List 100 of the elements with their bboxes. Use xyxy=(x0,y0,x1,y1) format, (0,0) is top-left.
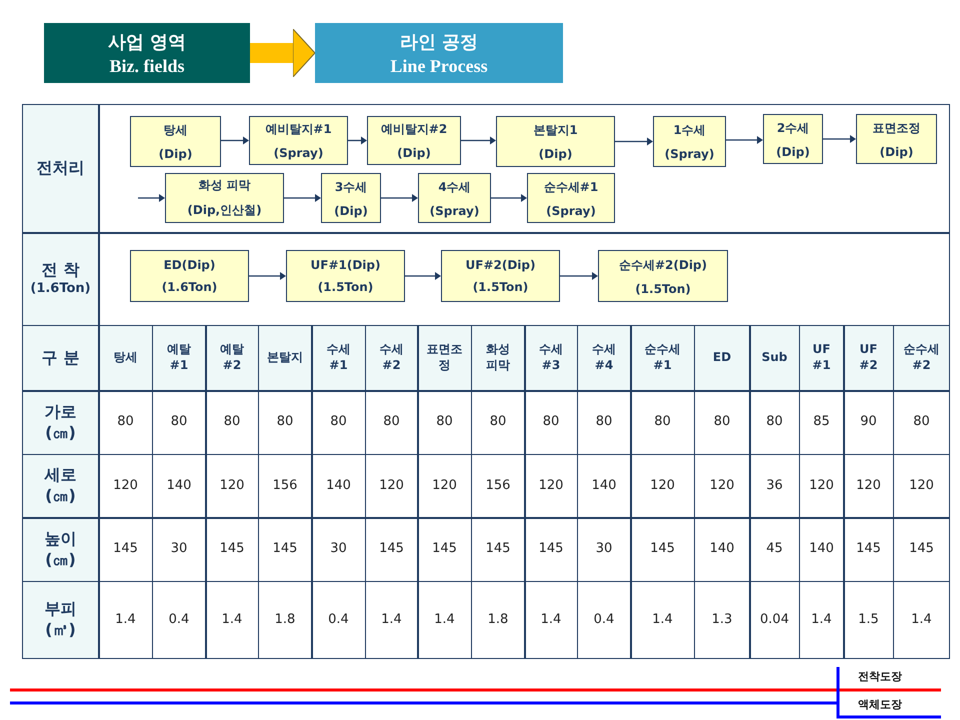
process-name: ED(Dip) xyxy=(164,258,216,272)
column-header: 탕세 xyxy=(100,326,152,390)
table-cell: 1.8 xyxy=(259,582,311,658)
process-box xyxy=(418,173,491,223)
table-cell: 145 xyxy=(366,518,417,580)
process-name: 3수세 xyxy=(334,178,368,196)
process-name: 탕세 xyxy=(164,122,188,139)
table-cell: 145 xyxy=(206,518,258,580)
table-cell: 145 xyxy=(100,518,152,580)
process-box xyxy=(653,116,726,167)
table-cell: 140 xyxy=(153,455,205,517)
column-header: 순수세 #1 xyxy=(632,326,694,390)
table-cell: 30 xyxy=(312,518,364,580)
arrow xyxy=(348,136,367,144)
table-cell: 1.4 xyxy=(632,582,694,658)
table-cell: 1.4 xyxy=(418,582,470,658)
process-mode: (Dip,인산철) xyxy=(187,202,262,219)
arrow xyxy=(221,136,249,144)
process-mode: (Dip) xyxy=(880,144,914,158)
table-cell: 140 xyxy=(800,518,843,580)
row-note: (1.6Ton) xyxy=(30,280,91,298)
table-cell: 120 xyxy=(206,455,258,517)
table-cell: 0.04 xyxy=(750,582,798,658)
process-mode: (Spray) xyxy=(274,146,324,160)
arrow xyxy=(560,272,598,280)
column-header: 예탈 #1 xyxy=(153,326,205,390)
process-mode: (1.5Ton) xyxy=(635,282,691,296)
arrow xyxy=(461,136,496,144)
process-mode: (Dip) xyxy=(397,146,431,160)
process-box xyxy=(856,114,937,164)
table-cell: 80 xyxy=(472,392,524,454)
table-cell: 156 xyxy=(259,455,311,517)
table-cell: 80 xyxy=(418,392,470,454)
table-cell: 145 xyxy=(632,518,694,580)
process-box xyxy=(165,173,284,223)
process-box xyxy=(367,116,461,165)
table-cell: 0.4 xyxy=(578,582,630,658)
process-mode: (Dip) xyxy=(334,204,368,218)
table-cell: 1.5 xyxy=(844,582,892,658)
table-cell: 145 xyxy=(259,518,311,580)
process-box xyxy=(598,250,728,302)
column-header: 수세 #2 xyxy=(366,326,417,390)
column-header: 본탈지 xyxy=(259,326,311,390)
process-name: 본탈지1 xyxy=(533,122,578,139)
table-cell: 80 xyxy=(750,392,798,454)
table-cell: 140 xyxy=(695,518,749,580)
table-cell: 1.4 xyxy=(800,582,843,658)
table-cell: 145 xyxy=(472,518,524,580)
column-header: 수세 #4 xyxy=(578,326,630,390)
process-box xyxy=(763,114,823,164)
process-name: 표면조정 xyxy=(872,120,920,136)
row-header: 세로 (㎝) xyxy=(23,455,98,517)
column-header: Sub xyxy=(750,326,798,390)
table-cell: 80 xyxy=(259,392,311,454)
section-subtitle: Biz. fields xyxy=(110,56,184,76)
table-cell: 80 xyxy=(366,392,417,454)
row-title: 전 착 xyxy=(42,260,80,281)
process-mode: (Spray) xyxy=(546,204,596,218)
column-header: UF #2 xyxy=(844,326,892,390)
table-cell: 120 xyxy=(418,455,470,517)
table-cell: 120 xyxy=(100,455,152,517)
table-cell: 80 xyxy=(695,392,749,454)
process-mode: (Dip) xyxy=(538,147,572,161)
process-box xyxy=(496,116,615,167)
row-header: 가로 (㎝) xyxy=(23,392,98,454)
table-cell: 80 xyxy=(206,392,258,454)
process-box xyxy=(130,116,221,167)
column-header: ED xyxy=(695,326,749,390)
legend-label: 전착도장 xyxy=(858,669,902,684)
row-header: 부피 (㎥) xyxy=(23,582,98,658)
process-mode: (1.6Ton) xyxy=(162,280,218,294)
block-arrow xyxy=(250,28,316,78)
table-cell: 0.4 xyxy=(312,582,364,658)
arrow xyxy=(823,135,856,143)
row-header: 높이 (㎝) xyxy=(23,518,98,580)
section-title: 사업 영역 xyxy=(108,30,186,54)
table-cell: 80 xyxy=(632,392,694,454)
column-header: 수세 #3 xyxy=(526,326,576,390)
process-box xyxy=(527,173,615,223)
table-cell: 145 xyxy=(526,518,576,580)
process-name: 4수세 xyxy=(438,178,471,196)
section-box xyxy=(315,23,563,83)
table-cell: 80 xyxy=(894,392,949,454)
table-cell: 80 xyxy=(100,392,152,454)
table-cell: 1.8 xyxy=(472,582,524,658)
process-name: 1수세 xyxy=(673,122,706,139)
table-cell: 45 xyxy=(750,518,798,580)
table-cell: 120 xyxy=(800,455,843,517)
table-cell: 1.4 xyxy=(894,582,949,658)
column-header: 순수세 #2 xyxy=(894,326,949,390)
table-cell: 80 xyxy=(526,392,576,454)
process-name: 순수세#1 xyxy=(544,178,598,196)
table-cell: 0.4 xyxy=(153,582,205,658)
column-header: 예탈 #2 xyxy=(206,326,258,390)
process-mode: (1.5Ton) xyxy=(318,280,374,294)
legend-label: 액체도장 xyxy=(858,697,902,712)
process-mode: (Dip) xyxy=(158,147,192,161)
arrow xyxy=(249,272,286,280)
process-name: UF#2(Dip) xyxy=(466,258,536,272)
table-cell: 36 xyxy=(750,455,798,517)
